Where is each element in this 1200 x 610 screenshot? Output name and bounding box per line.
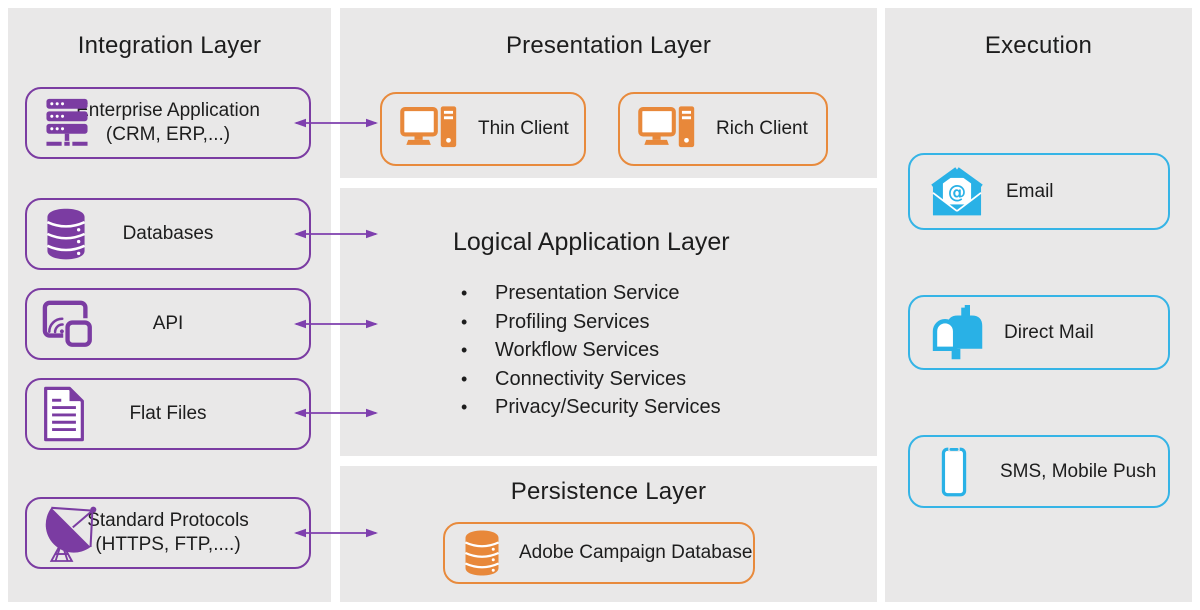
api-cast-icon [42, 295, 96, 353]
api-label: API [152, 312, 184, 334]
enterprise-application-label: Enterprise Application (CRM, ERP,...) [76, 99, 260, 145]
server-icon [42, 94, 92, 152]
thin-client-node: Thin Client [380, 92, 586, 166]
presentation-layer-panel: Presentation Layer Thin Client [340, 8, 877, 178]
direct-mail-node: Direct Mail [908, 295, 1170, 370]
rich-client-node: Rich Client [618, 92, 828, 166]
service-label: Privacy/Security Services [495, 396, 721, 418]
bullet-dot: • [461, 283, 468, 303]
email-label: Email [1006, 180, 1054, 202]
services-list: • Presentation Service • Profiling Servi… [461, 282, 721, 425]
persistence-layer-panel: Persistence Layer Adobe Campaign Databas… [340, 466, 877, 602]
list-item: • Presentation Service [461, 282, 721, 311]
direct-mail-label: Direct Mail [1004, 321, 1094, 343]
standard-protocols-label: Standard Protocols (HTTPS, FTP,....) [87, 509, 249, 555]
smartphone-icon [928, 444, 980, 500]
flow-arrow-api [294, 319, 378, 329]
mailbox-icon [928, 304, 984, 361]
svg-text:@: @ [948, 181, 966, 202]
adobe-campaign-database-label: Adobe Campaign Database [519, 542, 753, 563]
list-item: • Connectivity Services [461, 368, 721, 397]
flow-arrow-standard-protocols [294, 528, 378, 538]
bullet-dot: • [461, 397, 468, 417]
integration-layer-panel: Integration Layer [8, 8, 331, 602]
thin-client-label: Thin Client [478, 118, 569, 139]
enterprise-application-node: Enterprise Application (CRM, ERP,...) [25, 87, 311, 159]
bullet-dot: • [461, 340, 468, 360]
sms-mobile-push-node: SMS, Mobile Push [908, 435, 1170, 508]
service-label: Presentation Service [495, 282, 680, 304]
execution-title: Execution [984, 32, 1093, 59]
service-label: Profiling Services [495, 310, 650, 333]
execution-panel: Execution @ Email [885, 8, 1192, 602]
desktop-client-icon [638, 106, 696, 152]
sms-mobile-push-label: SMS, Mobile Push [1000, 460, 1157, 482]
logical-application-layer-title: Logical Application Layer [453, 228, 730, 256]
flat-files-label: Flat Files [129, 402, 207, 424]
logical-application-layer-panel: Logical Application Layer • Presentation… [340, 188, 877, 456]
database-icon [461, 529, 503, 577]
list-item: • Privacy/Security Services [461, 396, 721, 425]
desktop-client-icon [400, 106, 458, 152]
databases-label: Databases [122, 222, 214, 244]
bullet-dot: • [461, 368, 468, 389]
database-icon [42, 207, 90, 261]
flow-arrow-databases [294, 229, 378, 239]
flow-arrow-flat-files [294, 408, 378, 418]
bullet-dot: • [461, 311, 468, 332]
flat-file-icon [42, 386, 86, 442]
list-item: • Workflow Services [461, 339, 721, 368]
email-node: @ Email [908, 153, 1170, 230]
databases-node: Databases [25, 198, 311, 270]
list-item: • Profiling Services [461, 311, 721, 340]
api-node: API [25, 288, 311, 360]
satellite-dish-icon [42, 502, 98, 564]
flat-files-node: Flat Files [25, 378, 311, 450]
service-label: Connectivity Services [495, 367, 687, 390]
service-label: Workflow Services [495, 339, 660, 361]
adobe-campaign-database-node: Adobe Campaign Database [443, 522, 755, 584]
flow-arrow-enterprise [294, 118, 378, 128]
standard-protocols-node: Standard Protocols (HTTPS, FTP,....) [25, 497, 311, 569]
persistence-layer-title: Persistence Layer [510, 478, 707, 505]
rich-client-label: Rich Client [716, 118, 808, 139]
integration-layer-title: Integration Layer [77, 32, 262, 59]
email-icon: @ [928, 165, 986, 219]
presentation-layer-title: Presentation Layer [505, 32, 712, 59]
